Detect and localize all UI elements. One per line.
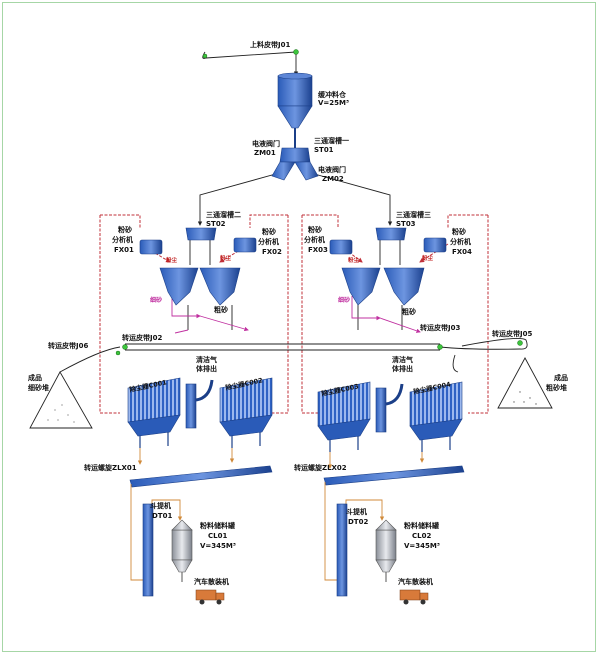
- label-fx04-b: 分析机: [450, 237, 471, 246]
- silo-cl02: [375, 519, 397, 582]
- label-clean-gas-right-2: 体排出: [392, 364, 413, 373]
- label-powder-1: 粉尘: [166, 256, 178, 264]
- label-three-way-2-id: ST02: [206, 220, 226, 228]
- label-coarse-left: 粗砂: [214, 305, 228, 314]
- label-transfer-j02: 转运皮带J02: [122, 333, 162, 342]
- label-elevator-dt02: 斗提机: [346, 507, 367, 516]
- label-powder-4: 粉尘: [422, 254, 434, 262]
- label-elevator-dt01: 斗提机: [150, 501, 171, 510]
- label-transfer-j06: 转运皮带J06: [48, 341, 88, 350]
- label-fx03-a: 粉砂: [308, 225, 322, 234]
- label-valve-left: 电液阀门: [252, 139, 280, 148]
- label-transfer-j05: 转运皮带J05: [492, 329, 532, 338]
- fine-sand-lines: [171, 296, 421, 334]
- label-screw-zlx02: 转运螺旋ZLX02: [294, 463, 347, 472]
- label-fx02-a: 粉砂: [262, 227, 276, 236]
- coarse-sand-pile: [497, 357, 553, 409]
- label-buffer-bin: 缓冲料仓: [317, 90, 347, 99]
- label-screw-zlx01: 转运螺旋ZLX01: [84, 463, 137, 472]
- label-silo-cl01-vol: V=345M³: [200, 542, 236, 550]
- label-clean-gas-right-1: 清洁气: [392, 355, 413, 364]
- label-feed-conveyor: 上料皮带J01: [250, 40, 290, 49]
- fan-stack-left: [185, 379, 214, 429]
- buffer-bin: [277, 72, 313, 129]
- label-product-coarse-2: 粗砂堆: [546, 383, 567, 392]
- label-fx03-id: FX03: [308, 246, 328, 254]
- dust-collector-c003: [317, 381, 371, 452]
- separator-hoppers-left: [159, 267, 241, 306]
- label-fx02-id: FX02: [262, 248, 282, 256]
- label-three-way-3: 三通溜槽三: [396, 210, 431, 219]
- label-silo-cl01: 粉料储料罐: [200, 521, 235, 530]
- separator-hoppers-right: [341, 267, 425, 306]
- label-powder-2: 粉尘: [220, 254, 232, 262]
- label-fx04-id: FX04: [452, 248, 472, 256]
- label-coarse-right: 粗砂: [402, 307, 416, 316]
- label-three-way-1: 三通溜槽一: [314, 136, 349, 145]
- label-valve-right: 电液阀门: [318, 165, 346, 174]
- label-three-way-1-id: ST01: [314, 146, 334, 154]
- fine-sand-pile: [29, 371, 93, 429]
- label-powder-3: 粉尘: [348, 256, 360, 264]
- label-fx04-a: 粉砂: [452, 227, 466, 236]
- dust-collector-c001: [127, 377, 181, 448]
- bucket-elevator-dt01: [142, 503, 154, 597]
- silo-cl01: [171, 519, 193, 582]
- label-clean-gas-left-2: 体排出: [196, 364, 217, 373]
- label-three-way-3-id: ST03: [396, 220, 416, 228]
- label-fx01-b: 分析机: [112, 235, 133, 244]
- dust-collector-c002: [219, 377, 273, 448]
- label-fx03-b: 分析机: [304, 235, 325, 244]
- label-elevator-dt01-id: DT01: [152, 512, 172, 520]
- classifier-fx02: [233, 237, 257, 253]
- truck-left-icon: [195, 589, 225, 605]
- label-fine-left: 细砂: [150, 296, 162, 304]
- label-silo-cl02: 粉料储料罐: [404, 521, 439, 530]
- label-product-coarse-1: 成品: [554, 373, 568, 382]
- orange-transfer-lines: [130, 448, 425, 581]
- label-fine-right: 细砂: [338, 296, 350, 304]
- label-loader-left: 汽车散装机: [194, 577, 229, 586]
- classifier-fx03: [329, 239, 353, 255]
- transfer-conveyors: [59, 337, 528, 373]
- label-silo-cl02-vol: V=345M³: [404, 542, 440, 550]
- label-product-fine-1: 成品: [28, 373, 42, 382]
- truck-right-icon: [399, 589, 429, 605]
- screw-conveyor-zlx01: [129, 465, 273, 488]
- label-clean-gas-left-1: 清洁气: [196, 355, 217, 364]
- label-elevator-dt02-id: DT02: [348, 518, 368, 526]
- label-product-fine-2: 细砂堆: [28, 383, 49, 392]
- conveyor-pulley-icons: [115, 49, 523, 356]
- label-silo-cl02-id: CL02: [412, 532, 431, 540]
- label-fx02-b: 分析机: [258, 237, 279, 246]
- classifier-fx04: [423, 237, 447, 253]
- label-fx01-id: FX01: [114, 246, 134, 254]
- label-loader-right: 汽车散装机: [398, 577, 433, 586]
- fan-stack-right: [375, 383, 404, 433]
- feed-lines: [187, 51, 403, 330]
- label-valve-right-id: ZM02: [322, 175, 344, 183]
- label-three-way-2: 三通溜槽二: [206, 210, 241, 219]
- label-transfer-j03: 转运皮带J03: [420, 323, 460, 332]
- label-fx01-a: 粉砂: [118, 225, 132, 234]
- three-way-chute-st02: [185, 227, 217, 241]
- three-way-chute-st03: [375, 227, 407, 241]
- label-valve-left-id: ZM01: [254, 149, 276, 157]
- classifier-fx01: [139, 239, 163, 255]
- dust-collector-c004: [409, 381, 463, 452]
- label-silo-cl01-id: CL01: [208, 532, 227, 540]
- label-buffer-volume: V=25M³: [318, 99, 349, 107]
- three-way-chute-st01: [271, 128, 319, 181]
- bucket-elevator-dt02: [336, 503, 348, 597]
